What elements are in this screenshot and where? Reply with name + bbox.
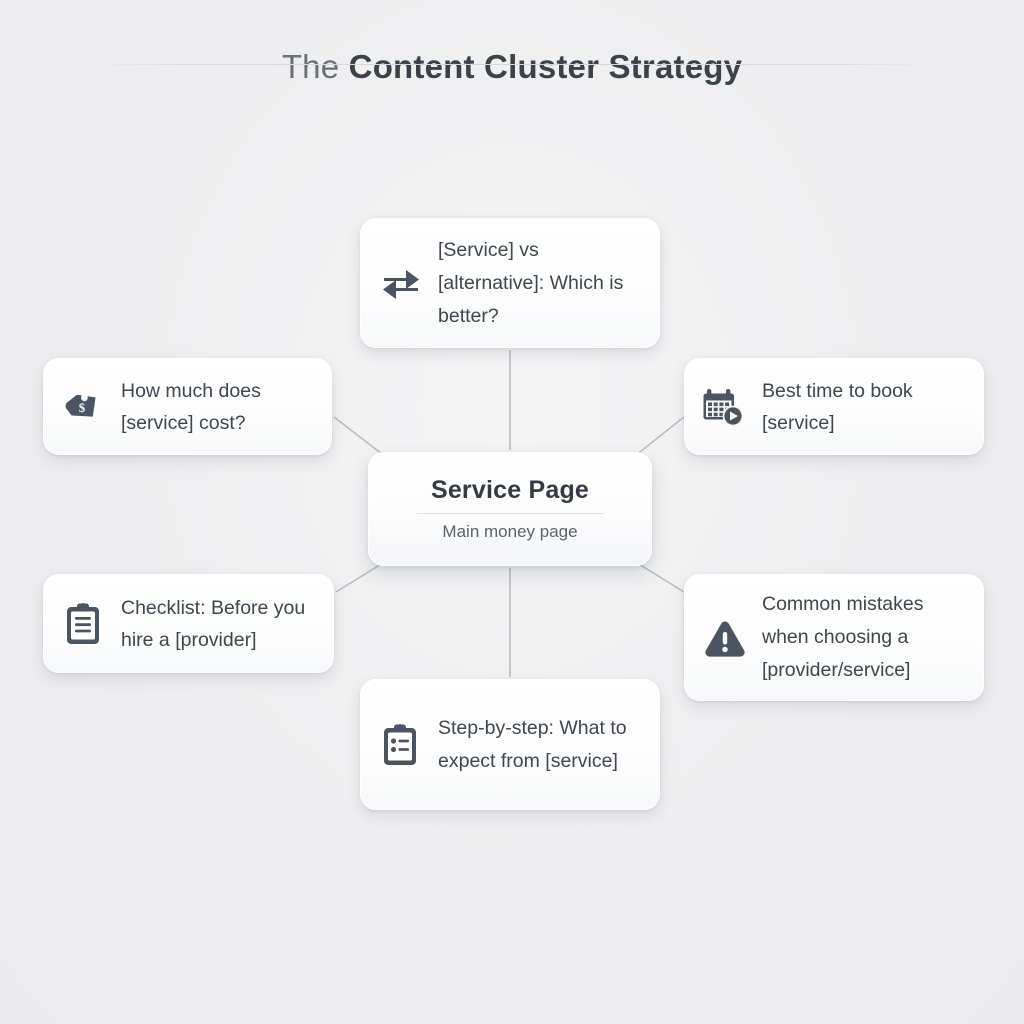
cluster-node-comparison[interactable]: [Service] vs [alternative]: Which is bet… — [360, 218, 660, 348]
center-node-subtitle: Main money page — [442, 522, 578, 541]
title-divider — [88, 64, 936, 65]
cluster-node-label: [Service] vs [alternative]: Which is bet… — [438, 238, 624, 327]
svg-text:$: $ — [79, 400, 86, 415]
cluster-node-label: Best time to book [service] — [762, 379, 913, 434]
cluster-node-steps[interactable]: Step-by-step: What to expect from [servi… — [360, 679, 660, 810]
page-title-bold: Content Cluster Strategy — [348, 48, 743, 85]
price-tag-icon: $ — [61, 384, 107, 430]
warning-triangle-icon — [702, 615, 748, 661]
cluster-node-mistakes[interactable]: Common mistakes when choosing a [provide… — [684, 574, 984, 701]
center-node-title: Service Page — [430, 476, 590, 504]
cluster-node-label: How much does [service] cost? — [121, 379, 261, 434]
page-title-light: The — [281, 48, 340, 85]
calendar-clock-icon — [702, 384, 748, 430]
cluster-node-checklist[interactable]: Checklist: Before you hire a [provider] — [43, 574, 334, 673]
cluster-node-label: Common mistakes when choosing a [provide… — [762, 593, 924, 681]
cluster-node-label: Step-by-step: What to expect from [servi… — [438, 716, 627, 772]
page-header: The Content Cluster Strategy — [0, 46, 1024, 88]
clipboard-lines-icon — [61, 601, 107, 647]
clipboard-bullets-icon — [378, 722, 424, 768]
center-node-service-page[interactable]: Service Page Main money page — [368, 452, 652, 566]
cluster-node-timing[interactable]: Best time to book [service] — [684, 358, 984, 455]
page-title: The Content Cluster Strategy — [0, 46, 1024, 88]
cluster-node-cost[interactable]: $ How much does [service] cost? — [43, 358, 332, 455]
cluster-node-label: Checklist: Before you hire a [provider] — [121, 596, 306, 651]
two-way-arrows-icon — [378, 260, 424, 306]
center-node-divider — [417, 513, 603, 514]
